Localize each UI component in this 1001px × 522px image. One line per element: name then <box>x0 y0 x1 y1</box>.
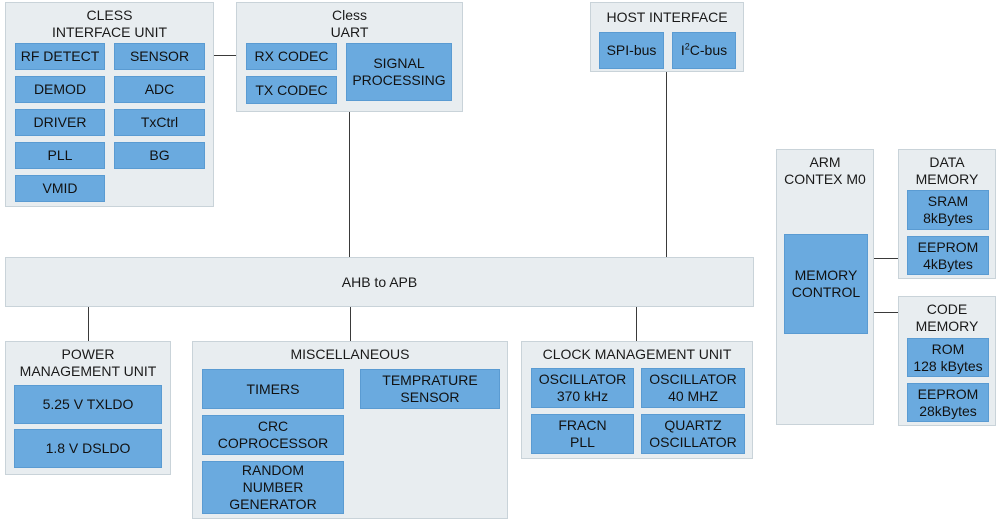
wire-cless-to-uart <box>214 55 236 56</box>
cless-interface-unit-title: CLESS INTERFACE UNIT <box>51 7 168 40</box>
host-interface-title: HOST INTERFACE <box>606 9 728 25</box>
miscellaneous-title: MISCELLANEOUS <box>290 346 410 362</box>
block-data-eeprom: EEPROM 4kBytes <box>907 236 989 275</box>
block-adc: ADC <box>114 76 205 103</box>
wire-host-to-bus <box>666 72 667 257</box>
block-quartz-oscillator: QUARTZ OSCILLATOR <box>641 414 745 454</box>
block-spi-bus: SPI-bus <box>599 32 664 69</box>
clock-management-title: CLOCK MANAGEMENT UNIT <box>542 346 732 362</box>
block-vmid: VMID <box>15 175 105 202</box>
block-driver: DRIVER <box>15 109 105 136</box>
miscellaneous-panel: MISCELLANEOUS TIMERS TEMPRATURE SENSOR C… <box>192 341 508 519</box>
block-fracn-pll: FRACN PLL <box>531 414 634 454</box>
block-i2c-bus: I2C-bus <box>672 32 736 69</box>
block-oscillator-370khz: OSCILLATOR 370 kHz <box>531 368 634 408</box>
block-rf-detect: RF DETECT <box>15 43 105 70</box>
data-memory-panel: DATA MEMORY SRAM 8kBytes EEPROM 4kBytes <box>898 149 996 279</box>
block-tx-codec: TX CODEC <box>246 76 337 104</box>
block-signal-processing: SIGNAL PROCESSING <box>346 43 452 101</box>
clock-management-panel: CLOCK MANAGEMENT UNIT OSCILLATOR 370 kHz… <box>521 341 753 459</box>
block-timers: TIMERS <box>202 369 344 409</box>
wire-arm-to-code-memory <box>874 312 898 313</box>
wire-arm-to-data-memory <box>874 258 898 259</box>
wire-bus-to-clock <box>636 307 637 341</box>
block-memory-control: MEMORY CONTROL <box>784 234 868 334</box>
wire-bus-to-misc <box>350 307 351 341</box>
i2c-superscript: 2 <box>684 41 690 52</box>
code-memory-panel: CODE MEMORY ROM 128 kBytes EEPROM 28kByt… <box>898 296 996 426</box>
block-txctrl: TxCtrl <box>114 109 205 136</box>
block-sensor: SENSOR <box>114 43 205 70</box>
block-temperature-sensor: TEMPRATURE SENSOR <box>360 369 500 409</box>
block-crc-coprocessor: CRC COPROCESSOR <box>202 415 344 455</box>
block-dsldo: 1.8 V DSLDO <box>14 429 162 468</box>
block-txldo: 5.25 V TXLDO <box>14 385 162 424</box>
arm-cortex-panel: ARM CONTEX M0 MEMORY CONTROL <box>776 149 874 425</box>
ahb-to-apb-bus: AHB to APB <box>5 257 754 307</box>
cless-interface-unit-panel: CLESS INTERFACE UNIT RF DETECT SENSOR DE… <box>5 2 214 207</box>
block-code-eeprom: EEPROM 28kBytes <box>907 383 989 422</box>
code-memory-title: CODE MEMORY <box>915 301 979 334</box>
block-pll: PLL <box>15 142 105 169</box>
block-oscillator-40mhz: OSCILLATOR 40 MHZ <box>641 368 745 408</box>
cless-uart-title: Cless UART <box>330 7 369 40</box>
wire-uart-to-bus <box>349 112 350 257</box>
wire-bus-to-power <box>88 307 89 341</box>
block-bg: BG <box>114 142 205 169</box>
power-management-panel: POWER MANAGEMENT UNIT 5.25 V TXLDO 1.8 V… <box>5 341 171 475</box>
i2c-prefix: I <box>680 42 685 58</box>
block-sram: SRAM 8kBytes <box>907 190 989 230</box>
i2c-suffix: C-bus <box>689 42 728 58</box>
arm-cortex-title: ARM CONTEX M0 <box>784 154 866 187</box>
host-interface-panel: HOST INTERFACE SPI-bus I2C-bus <box>590 2 744 72</box>
cless-uart-panel: Cless UART RX CODEC TX CODEC SIGNAL PROC… <box>236 2 463 112</box>
block-rom: ROM 128 kBytes <box>907 338 989 377</box>
block-random-number-generator: RANDOM NUMBER GENERATOR <box>202 461 344 514</box>
power-management-title: POWER MANAGEMENT UNIT <box>19 346 157 379</box>
data-memory-title: DATA MEMORY <box>915 154 979 187</box>
ahb-to-apb-label: AHB to APB <box>341 274 418 290</box>
block-demod: DEMOD <box>15 76 105 103</box>
block-rx-codec: RX CODEC <box>246 43 337 70</box>
